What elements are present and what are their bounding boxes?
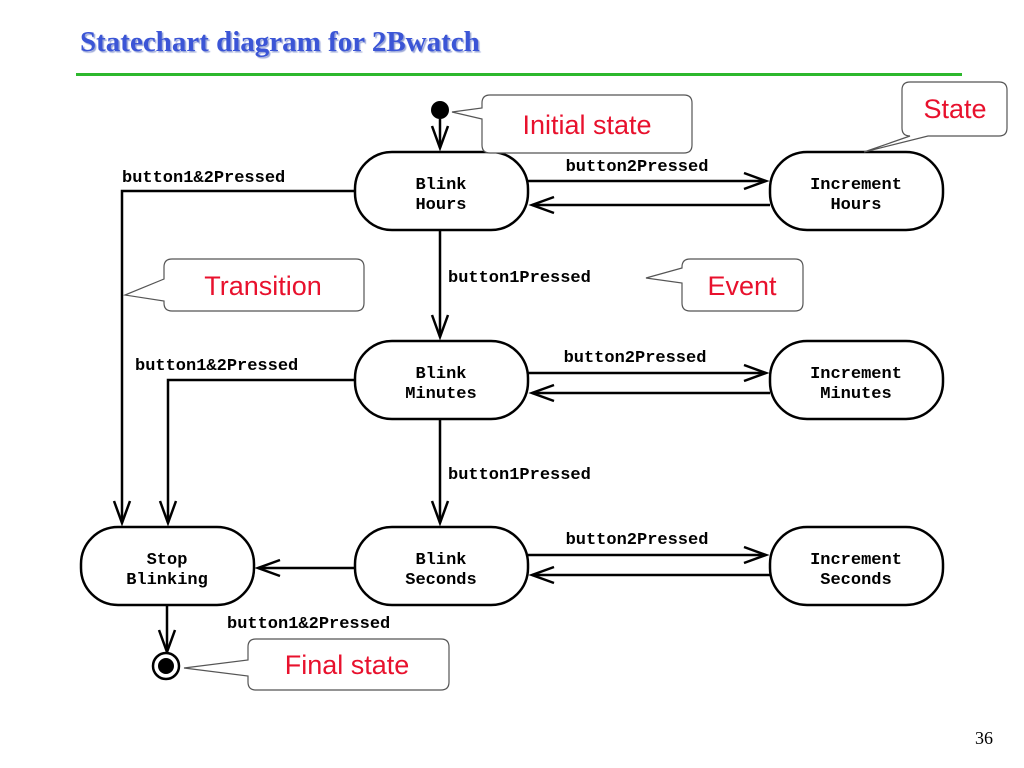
state-blink-seconds-line1: Blink	[415, 551, 466, 570]
state-stop-blinking: Stop Blinking	[79, 525, 256, 607]
transition-seconds-to-stop-arrowhead	[254, 558, 281, 578]
callout-event-label: Event	[707, 271, 777, 301]
transition-minutes-to-increment-arrowhead	[743, 363, 770, 383]
final-state-node	[151, 651, 181, 681]
state-stop-blinking-line1: Stop	[147, 551, 188, 570]
transition-minutes-to-stop	[166, 378, 355, 523]
callout-final-state-label: Final state	[285, 650, 410, 680]
state-blink-minutes-line1: Blink	[415, 365, 466, 384]
state-increment-seconds-line1: Increment	[810, 551, 902, 570]
transition-increment-to-hours-arrowhead	[528, 195, 555, 215]
initial-transition-arrowhead	[430, 125, 450, 152]
state-increment-hours-line1: Increment	[810, 176, 902, 195]
transition-hours-to-stop-arrowhead	[112, 500, 132, 527]
state-blink-hours-line2: Hours	[415, 196, 466, 215]
transition-minutes-to-stop-arrowhead	[158, 500, 178, 527]
event-minutes-button12: button1&2Pressed	[135, 357, 298, 376]
callout-state-label: State	[923, 94, 986, 124]
callout-state: State	[863, 81, 1008, 153]
event-minutes-button2: button2Pressed	[564, 349, 707, 368]
state-increment-minutes-line1: Increment	[810, 365, 902, 384]
event-seconds-button12: button1&2Pressed	[227, 615, 390, 634]
event-seconds-button2: button2Pressed	[566, 531, 709, 550]
state-blink-seconds: Blink Seconds	[353, 525, 530, 607]
event-hours-button2: button2Pressed	[566, 158, 709, 177]
event-hours-button1: button1Pressed	[448, 269, 591, 288]
transition-minutes-to-seconds-arrowhead	[430, 500, 450, 527]
callout-event: Event	[645, 258, 804, 312]
state-increment-hours-line2: Hours	[830, 196, 881, 215]
state-increment-minutes-line2: Minutes	[820, 385, 891, 404]
state-stop-blinking-line2: Blinking	[126, 571, 208, 590]
state-blink-hours: Blink Hours	[353, 150, 530, 232]
callout-initial-state-label: Initial state	[522, 110, 651, 140]
callout-final-state: Final state	[183, 638, 450, 691]
slide-title: Statechart diagram for 2Bwatch	[80, 26, 480, 58]
transition-increment-to-minutes-arrowhead	[528, 383, 555, 403]
transition-hours-to-stop	[120, 189, 355, 523]
initial-state-node	[431, 101, 449, 119]
callout-transition-label: Transition	[204, 271, 322, 301]
callout-initial-state: Initial state	[451, 94, 693, 154]
page-number: 36	[975, 728, 993, 748]
state-increment-seconds: Increment Seconds	[768, 525, 945, 607]
transition-seconds-to-increment-arrowhead	[743, 545, 770, 565]
state-blink-minutes-line2: Minutes	[405, 385, 476, 404]
state-blink-seconds-line2: Seconds	[405, 571, 476, 590]
state-blink-minutes: Blink Minutes	[353, 339, 530, 421]
state-increment-hours: Increment Hours	[768, 150, 945, 232]
transition-hours-to-minutes-arrowhead	[430, 314, 450, 341]
transition-hours-to-increment-arrowhead	[743, 171, 770, 191]
event-hours-button12: button1&2Pressed	[122, 169, 285, 188]
transition-increment-to-seconds-arrowhead	[528, 565, 555, 585]
state-increment-seconds-line2: Seconds	[820, 571, 891, 590]
state-blink-hours-line1: Blink	[415, 176, 466, 195]
title-divider	[76, 73, 962, 76]
event-minutes-button1: button1Pressed	[448, 466, 591, 485]
state-increment-minutes: Increment Minutes	[768, 339, 945, 421]
callout-transition: Transition	[122, 258, 365, 312]
